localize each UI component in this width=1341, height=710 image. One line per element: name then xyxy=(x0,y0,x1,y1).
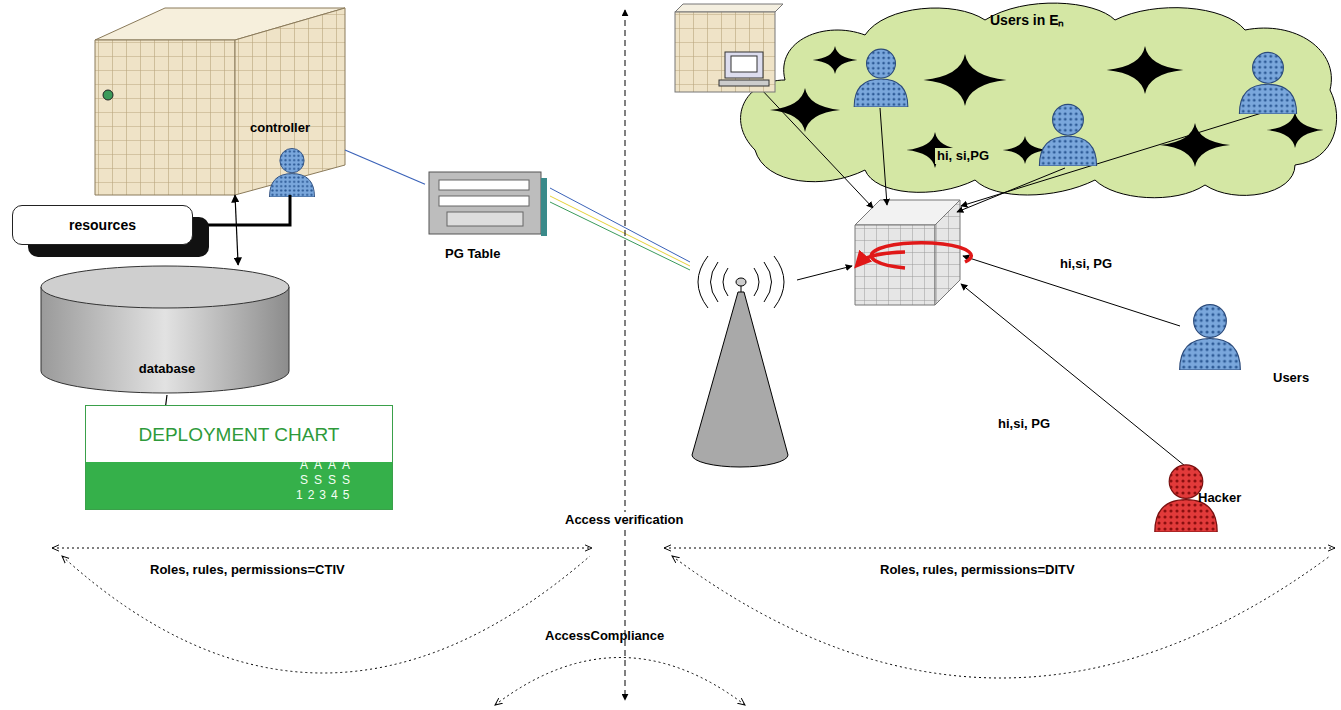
connector xyxy=(166,395,167,405)
drawn-line xyxy=(664,548,1335,549)
drawn-path xyxy=(1266,112,1324,148)
node-label: controller xyxy=(250,120,310,136)
annotation-label: hi,si, PG xyxy=(998,416,1050,432)
hacker-node: Hacker xyxy=(1150,460,1270,535)
drawn-use xyxy=(269,148,314,197)
drawn-rect xyxy=(541,178,547,236)
drawn-polygon xyxy=(675,4,783,12)
drawn-path xyxy=(1107,46,1184,94)
drawn-g xyxy=(760,88,1265,212)
node-label: DEPLOYMENT CHART xyxy=(86,424,392,446)
person-icon xyxy=(1175,300,1245,370)
annotation-label: Roles, rules, permissions=CTIV xyxy=(150,562,345,578)
drawn-rect xyxy=(675,12,775,92)
connector xyxy=(193,195,290,225)
annotation-label: hi, si,PG xyxy=(935,148,991,164)
drawn-path xyxy=(550,196,690,266)
drawn-path xyxy=(698,256,728,308)
drawn-rect xyxy=(731,56,757,72)
drawn-rect xyxy=(447,212,523,226)
drawn-path xyxy=(1160,123,1230,167)
node-label: Users in Eₙ xyxy=(990,12,1064,29)
node-label: PG Table xyxy=(445,246,500,262)
drawn-ellipse xyxy=(41,266,289,308)
drawn-path xyxy=(550,202,690,270)
drawn-path xyxy=(741,3,1337,198)
drawn-polygon xyxy=(855,225,935,305)
database-node: database xyxy=(40,265,294,395)
drawn-rect xyxy=(439,196,529,206)
annotation-label: Access verification xyxy=(563,512,686,528)
annotation-label: Roles, rules, permissions=DITV xyxy=(880,562,1075,578)
server-node: controller xyxy=(95,40,345,195)
drawn-line xyxy=(880,108,887,205)
connector xyxy=(345,150,425,184)
drawn-rect xyxy=(725,52,763,78)
drawn-ellipse xyxy=(736,278,746,286)
drawn-use xyxy=(1039,104,1096,166)
chart-cell: SSSS xyxy=(300,473,356,488)
drawn-rect xyxy=(439,180,529,190)
drawn-use xyxy=(1239,52,1296,114)
chart-cell: 12345 xyxy=(296,488,354,503)
pg-table: PG Table xyxy=(425,170,550,265)
node-label: resources xyxy=(13,217,192,234)
drawn-path xyxy=(692,292,788,467)
drawn-g xyxy=(675,4,783,92)
drawn-g xyxy=(770,46,1324,168)
drawn-path xyxy=(860,252,905,262)
drawn-line xyxy=(961,284,1190,470)
user-cloud: Users in Eₙ xyxy=(735,0,1340,200)
drawn-path xyxy=(813,46,858,74)
drawn-line xyxy=(797,266,852,280)
antenna-illustration xyxy=(692,256,788,467)
node-label: Hacker xyxy=(1198,490,1241,506)
connector xyxy=(235,195,238,265)
drawn-path xyxy=(923,54,1006,106)
drawn-line xyxy=(957,168,1065,212)
resource-box: resources xyxy=(12,205,193,245)
drawn-use xyxy=(1180,305,1241,370)
annotation-label: hi,si, PG xyxy=(1060,256,1112,272)
drawn-line xyxy=(963,256,1180,326)
drawn-path xyxy=(754,256,784,308)
drawn-path xyxy=(871,243,971,268)
cloud-shape xyxy=(735,0,1340,200)
drawn-path xyxy=(62,556,590,673)
drawn-g xyxy=(52,548,1335,705)
drawn-line xyxy=(961,112,1265,206)
drawn-circle xyxy=(103,90,113,100)
drawn-path xyxy=(495,658,745,706)
drawn-line xyxy=(625,10,626,700)
drawn-polygon xyxy=(95,40,235,195)
drawn-path xyxy=(672,556,1330,678)
annotation-label: AccessCompliance xyxy=(545,628,664,644)
server-illustration xyxy=(95,8,345,197)
switch-cube xyxy=(855,200,971,305)
node-label: Users xyxy=(1273,370,1309,386)
node-label: database xyxy=(40,361,294,377)
drawn-polygon xyxy=(935,200,960,305)
chart-cell: AAAA xyxy=(300,458,356,473)
table-icon xyxy=(425,170,550,240)
drawn-rect xyxy=(429,172,541,234)
drawn-use xyxy=(854,49,908,107)
user-node: Users xyxy=(1175,300,1325,395)
drawn-rect xyxy=(719,80,769,86)
drawn-path xyxy=(550,188,690,262)
drawn-line xyxy=(52,548,592,549)
